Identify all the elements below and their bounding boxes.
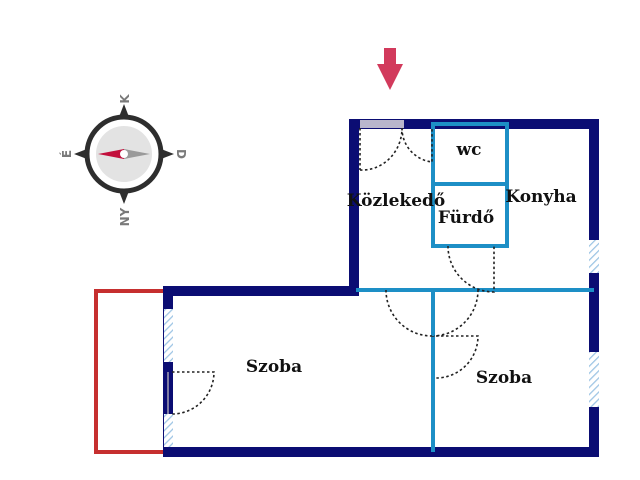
window-bedroom [589, 352, 599, 407]
compass-pointer-west [74, 149, 87, 159]
window-living-1 [164, 309, 173, 362]
door-swing-balcony [171, 371, 215, 415]
arrow-down-icon [377, 48, 403, 90]
compass-pointer-south [119, 191, 129, 204]
windows [164, 120, 599, 447]
compass-label-north: K [118, 94, 132, 104]
room-label-wc: wc [456, 140, 482, 160]
door-swing-bedroom-b [435, 335, 479, 379]
room-labels: wc Közlekedő Konyha Fürdő Szoba Szoba [246, 140, 577, 388]
room-label-corridor: Közlekedő [347, 191, 446, 211]
room-label-living-room: Szoba [246, 357, 302, 377]
compass-ring [84, 114, 164, 194]
balcony [94, 289, 165, 454]
window-kitchen [589, 240, 599, 273]
bathroom-walls [431, 182, 509, 248]
door-swing-entrance-2 [401, 127, 433, 163]
compass: K D NY É [59, 94, 188, 227]
inner-walls [356, 122, 594, 452]
compass-pointer-north [119, 104, 129, 117]
compass-label-south: NY [118, 207, 132, 226]
door-swing-living [385, 289, 433, 337]
compass-label-west: É [59, 150, 74, 158]
compass-needle-north [98, 149, 124, 159]
entrance-door-opening [360, 120, 404, 128]
outer-walls [163, 119, 599, 457]
door-swing-entrance [359, 127, 403, 171]
room-label-bedroom: Szoba [476, 368, 532, 388]
door-swing-bedroom-a [431, 289, 479, 337]
door-swing-bathroom [447, 245, 495, 293]
compass-label-east: D [174, 149, 188, 159]
compass-needle-south [124, 149, 150, 159]
door-swings [171, 127, 495, 415]
window-living-2 [164, 414, 173, 447]
door-leaves [167, 290, 434, 414]
compass-pointer-east [161, 149, 174, 159]
room-label-bathroom: Fürdő [438, 208, 494, 228]
room-label-kitchen: Konyha [505, 187, 576, 207]
